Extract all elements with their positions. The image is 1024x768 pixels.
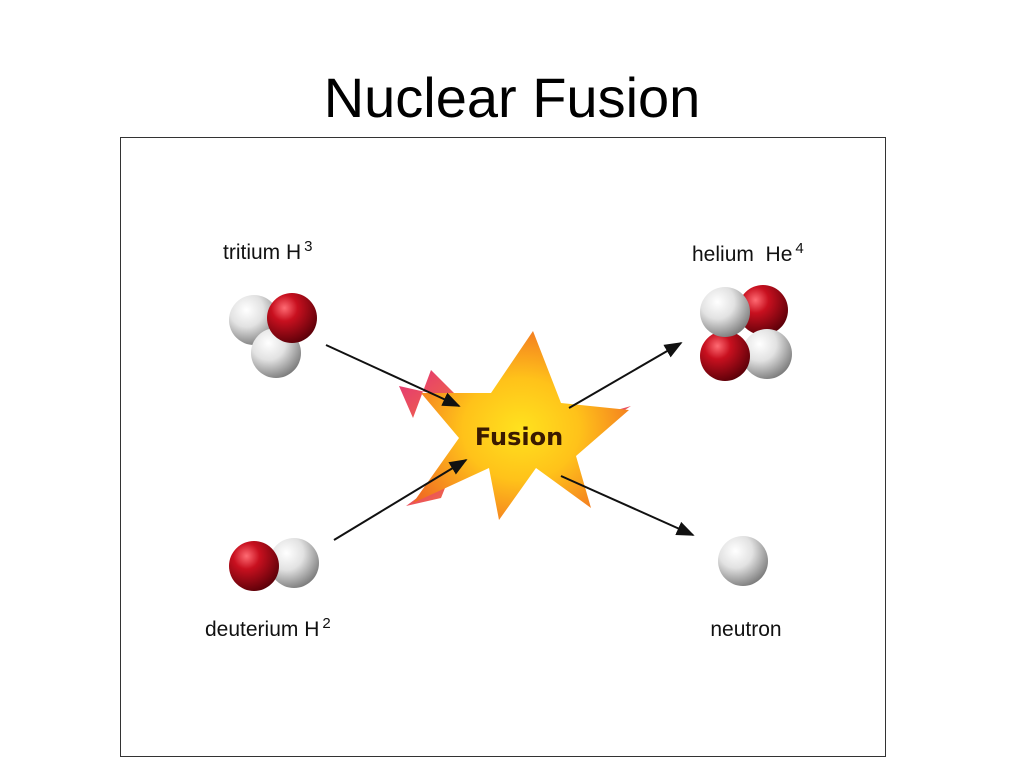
helium-nucleus <box>700 285 792 381</box>
arrow-fusion-to-helium <box>568 342 683 409</box>
deuterium-name: deuterium H <box>205 618 319 641</box>
neutron-particle <box>718 536 768 586</box>
arrow-fusion-to-neutron <box>560 475 695 536</box>
neutron-sphere <box>700 287 750 337</box>
tritium-nucleus <box>229 293 317 378</box>
helium-name: helium He <box>692 243 792 266</box>
fusion-label: Fusion <box>475 423 563 451</box>
neutron-label: neutron <box>710 618 781 641</box>
neutron-sphere <box>269 538 319 588</box>
starburst-shadow-shape <box>399 370 461 418</box>
arrow-tritium-to-fusion <box>325 344 461 407</box>
proton-sphere <box>738 285 788 335</box>
arrow-deuterium-to-fusion <box>333 459 468 541</box>
deuterium-nucleus <box>229 538 319 591</box>
slide-title: Nuclear Fusion <box>323 66 701 129</box>
helium-superscript: 4 <box>795 240 803 257</box>
deuterium-superscript: 2 <box>322 615 330 632</box>
proton-sphere <box>267 293 317 343</box>
tritium-name: tritium H <box>223 241 301 264</box>
tritium-superscript: 3 <box>304 238 312 255</box>
proton-sphere <box>700 331 750 381</box>
neutron-sphere <box>742 329 792 379</box>
proton-sphere <box>229 541 279 591</box>
